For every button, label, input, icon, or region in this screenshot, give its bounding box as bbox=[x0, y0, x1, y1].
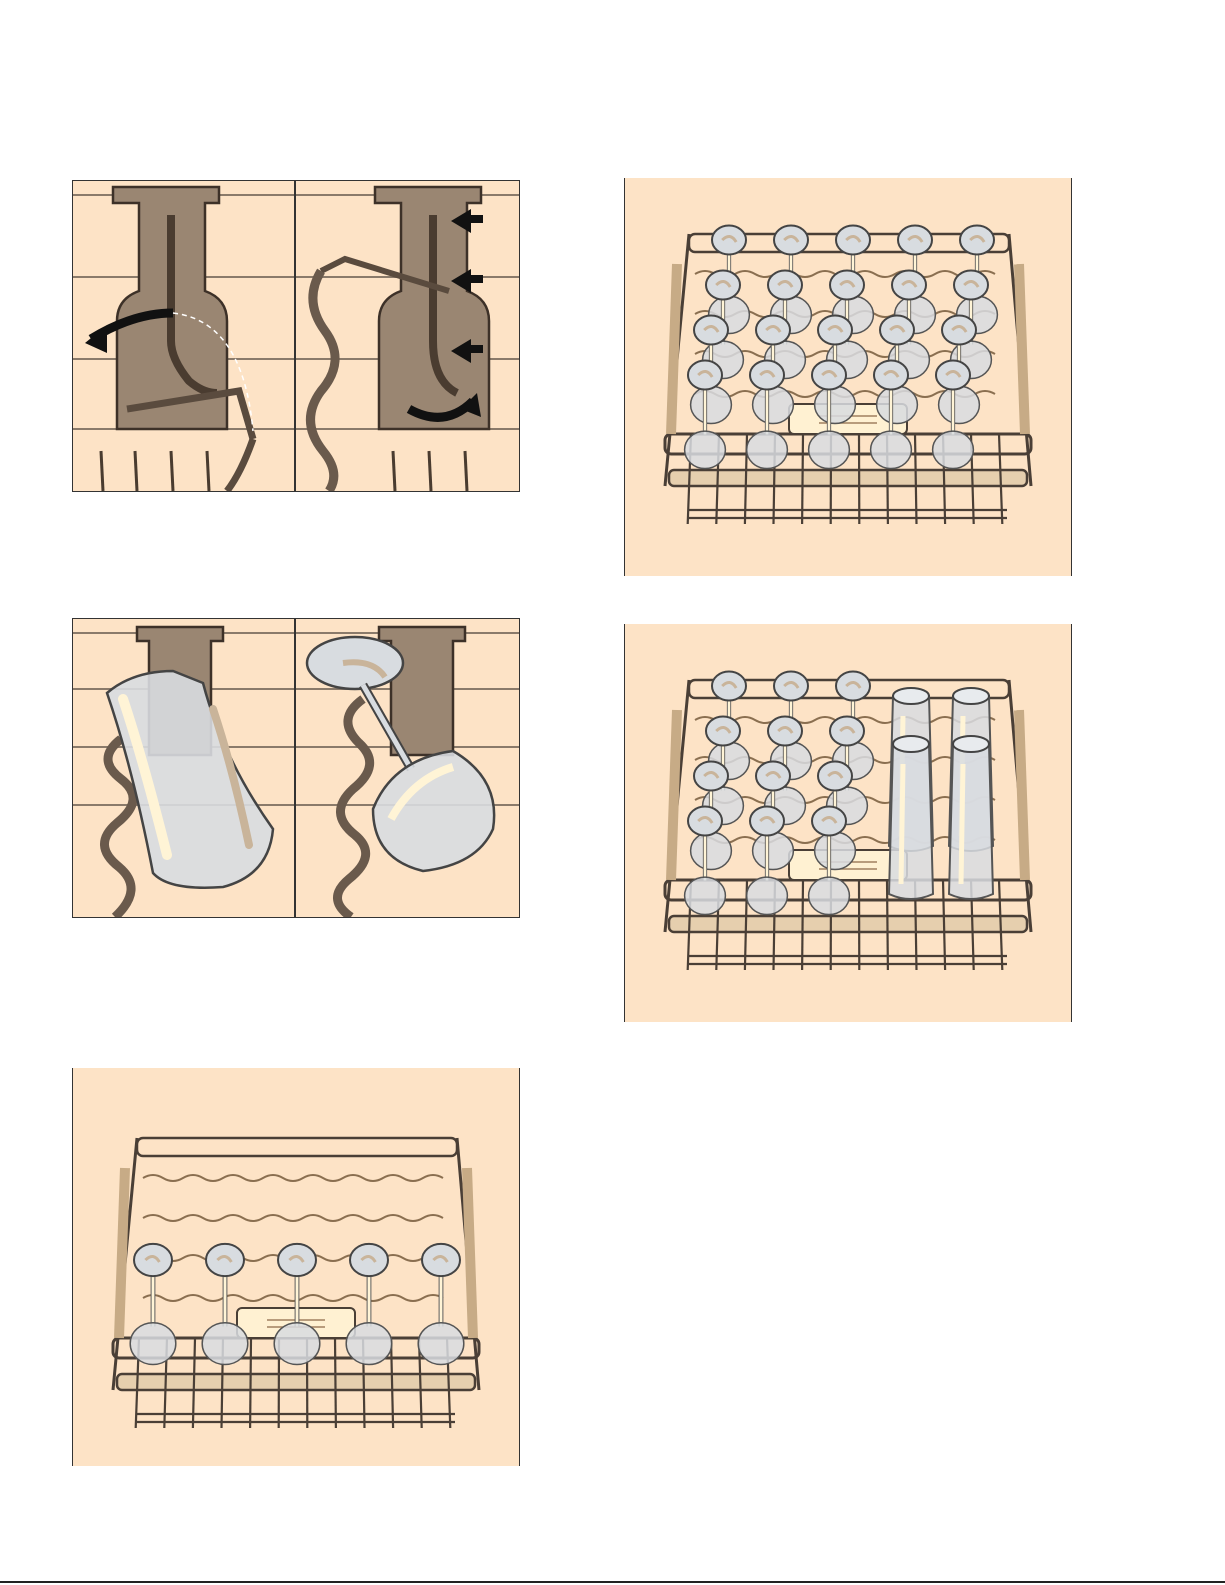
figure-holder-mount bbox=[72, 180, 520, 492]
tall-glass bbox=[949, 736, 993, 899]
wine-glass bbox=[418, 1244, 464, 1365]
figure-rack-wine-glasses-single-row bbox=[72, 1068, 520, 1466]
dish-rack-icon bbox=[625, 178, 1071, 576]
wine-glass bbox=[274, 1244, 320, 1365]
wine-glass bbox=[202, 1244, 248, 1365]
dish-rack-icon bbox=[73, 1068, 519, 1466]
tall-glass bbox=[889, 736, 933, 899]
glass-holder-attach-icon bbox=[73, 181, 519, 491]
holder-left bbox=[85, 187, 253, 491]
holder-right bbox=[310, 187, 489, 491]
page-footer-rule bbox=[0, 1581, 1225, 1583]
figure-holder-loaded bbox=[72, 618, 520, 918]
glass-holder-in-use-icon bbox=[73, 619, 519, 917]
wine-glass bbox=[307, 637, 494, 871]
wine-glass bbox=[346, 1244, 392, 1365]
dish-rack-icon bbox=[625, 624, 1071, 1022]
wine-glass bbox=[130, 1244, 176, 1365]
figure-rack-wine-glasses-full bbox=[624, 178, 1072, 576]
figure-rack-wine-and-tall-glasses bbox=[624, 624, 1072, 1022]
tumbler-glass bbox=[107, 671, 273, 888]
